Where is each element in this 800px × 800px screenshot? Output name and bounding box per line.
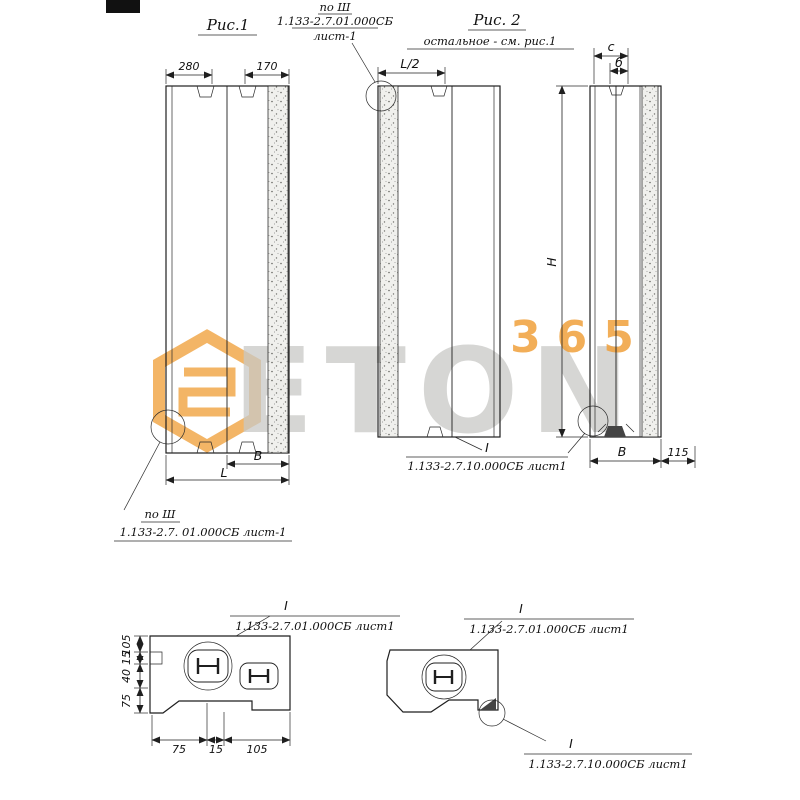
figure-1-panel xyxy=(165,85,290,454)
dim-b-label: б xyxy=(615,55,623,70)
detail-circle-middle-top xyxy=(365,80,397,112)
dim-105h-label: 105 xyxy=(247,743,268,756)
dim-170-label: 170 xyxy=(257,60,278,73)
figure-2-top-dimensions: с б xyxy=(593,39,629,84)
dim-75h-label: 75 xyxy=(172,743,186,756)
watermark: ETON 365 xyxy=(153,312,650,460)
detail-right-ref-num: I xyxy=(519,601,523,616)
dim-B-label-fig1: В xyxy=(254,448,263,463)
top-view-callout: по Ш 1.133-2.7.01.000СБ лист-1 xyxy=(277,0,394,83)
detail-left-ref: I 1.133-2.7.01.000СБ лист1 xyxy=(230,598,400,637)
middle-panel-top-dimension: L/2 xyxy=(377,56,446,84)
dim-B-label-fig2: В xyxy=(618,444,627,459)
figure-1-bottom-dimensions: В L xyxy=(165,448,290,485)
keyway-right-circled xyxy=(421,654,467,700)
dim-L-label-fig1: L xyxy=(221,465,228,480)
figure-2-panel xyxy=(589,85,662,438)
detail-section-right: I 1.133-2.7.01.000СБ лист1 I 1.133-2.7.1… xyxy=(386,601,692,771)
detail-left-ref-doc: 1.133-2.7.01.000СБ лист1 xyxy=(235,619,394,633)
detail-circle-corner xyxy=(478,699,506,727)
detail-section-left: I 1.133-2.7.01.000СБ лист1 105 15 40 75 xyxy=(120,598,400,756)
dim-15h-label: 15 xyxy=(209,743,223,756)
figure-1-title: Рис.1 xyxy=(206,16,249,34)
detail-circle-keyway-right xyxy=(421,654,467,700)
watermark-hexagon-logo xyxy=(153,329,261,453)
detail-right-ref: I 1.133-2.7.01.000СБ лист1 xyxy=(464,601,634,651)
detail-left-vertical-dims: 105 15 40 75 xyxy=(120,635,148,714)
dim-c-label: с xyxy=(608,39,615,54)
figure-2-bottom-dimensions: В 115 xyxy=(589,439,696,468)
keyway-left-circled xyxy=(183,641,233,691)
figure-2-height-dimension: Н xyxy=(544,85,588,438)
dim-15v-label: 15 xyxy=(120,651,133,665)
middle-panel-body xyxy=(377,85,501,438)
detail-right-ref-bottom-doc: 1.133-2.7.10.000СБ лист1 xyxy=(528,757,687,771)
top-callout-sheet-label: лист-1 xyxy=(313,29,356,43)
figure-1: Рис.1 280 170 xyxy=(114,16,292,542)
keyway-left-second xyxy=(239,662,279,690)
middle-panel-section-ref: I 1.133-2.7.10.000СБ лист1 xyxy=(406,436,568,473)
top-callout-view-label: по Ш xyxy=(319,0,351,14)
detail-circle-fig2-bottom xyxy=(577,405,609,437)
dim-H-label: Н xyxy=(544,257,559,267)
detail-left-horizontal-dims: 75 15 105 xyxy=(151,703,291,756)
figure-2-note: остальное - см. рис.1 xyxy=(424,34,557,48)
detail-left-ref-num: I xyxy=(284,598,288,613)
bottom-callout-view-label: по Ш xyxy=(144,507,176,521)
section-ref-num: I xyxy=(485,440,489,455)
bottom-callout-doc-label: 1.133-2.7. 01.000СБ лист-1 xyxy=(120,525,287,539)
corner-notch xyxy=(480,698,496,710)
section-ref-doc: 1.133-2.7.10.000СБ лист1 xyxy=(407,459,566,473)
watermark-number-text: 365 xyxy=(510,312,650,363)
detail-circle-keyway-left xyxy=(183,641,233,691)
figure-middle-panel: L/2 I 1.133-2.7.10.000СБ лист1 xyxy=(365,56,568,473)
figure-1-detail-callout: по Ш 1.133-2.7. 01.000СБ лист-1 xyxy=(114,409,292,542)
dim-105v-label: 105 xyxy=(120,635,133,656)
figure-2: Рис. 2 остальное - см. рис.1 с б xyxy=(407,11,696,468)
dim-75v-label: 75 xyxy=(120,694,133,708)
dim-115-label: 115 xyxy=(668,446,689,459)
detail-circle-fig1 xyxy=(150,409,186,445)
figure-2-title: Рис. 2 xyxy=(472,11,520,29)
figure-1-top-dimensions: 280 170 xyxy=(165,60,290,84)
dim-280-label: 280 xyxy=(179,60,200,73)
detail-right-ref-doc: 1.133-2.7.01.000СБ лист1 xyxy=(469,622,628,636)
detail-right-ref-bottom: I 1.133-2.7.10.000СБ лист1 xyxy=(524,736,692,771)
top-callout-doc-label: 1.133-2.7.01.000СБ xyxy=(277,14,394,28)
detail-right-ref-bottom-num: I xyxy=(569,736,573,751)
dim-40v-label: 40 xyxy=(120,669,133,683)
sheet-frame-mark xyxy=(106,0,140,13)
dim-L2-label: L/2 xyxy=(400,56,419,71)
